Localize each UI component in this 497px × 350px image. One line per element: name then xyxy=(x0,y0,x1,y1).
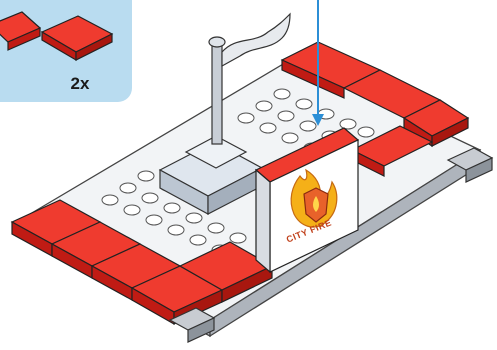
callout-red-tile-left xyxy=(0,12,40,50)
part-count-label: 2x xyxy=(60,74,100,94)
callout-red-tile-right xyxy=(42,16,112,60)
